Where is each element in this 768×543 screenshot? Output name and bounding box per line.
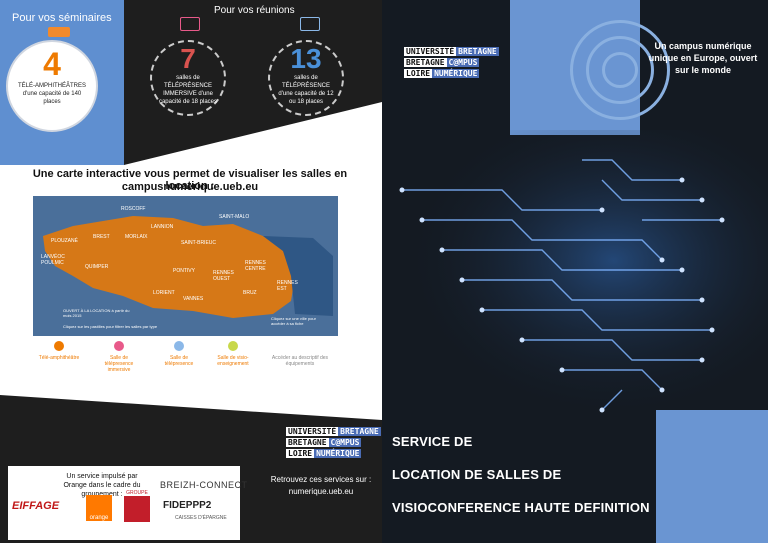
- legend-immersive[interactable]: Salle de télépresence immersive: [96, 341, 142, 373]
- legend-label: Salle de télépresence: [164, 355, 194, 367]
- interactive-map[interactable]: ROSCOFF LANNION SAINT-MALO PLOUZANÉ BRES…: [33, 196, 338, 336]
- tagline: Un campus numérique unique en Europe, ou…: [648, 41, 758, 75]
- map-city-quimper[interactable]: QUIMPER: [85, 264, 109, 270]
- ub-text: C@MPUS: [446, 58, 480, 67]
- map-city-bruz[interactable]: BRUZ: [243, 290, 257, 296]
- legend-tele-amphi[interactable]: Télé-amphithéâtre: [36, 341, 82, 361]
- ub-text: LOIRE: [404, 69, 433, 78]
- main-title-line-3: VISIOCONFERENCE HAUTE DEFINITION: [392, 500, 650, 515]
- map-note-left: OUVERT À LA LOCATION à partir du mois 20…: [63, 308, 130, 318]
- telepresence-number: 13: [290, 43, 322, 74]
- ub-text: LOIRE: [286, 449, 315, 458]
- eiffage-logo: EIFFAGE: [12, 500, 60, 512]
- ring: [586, 36, 654, 104]
- ub-text: NUMÉRIQUE: [314, 449, 362, 458]
- retrouvez-block: Retrouvez ces services sur : numerique.u…: [266, 474, 376, 498]
- map-note-right: Cliquez sur une ville pour accéder à sa …: [271, 316, 316, 326]
- legend-telepresence[interactable]: Salle de télépresence: [156, 341, 202, 367]
- ub-text: BRETAGNE: [456, 47, 499, 56]
- immersive-number: 7: [180, 43, 196, 74]
- immersive-circle: 7 salles de TÉLÉPRÉSENCE IMMERSIVE d'une…: [150, 40, 226, 116]
- orange-logo: [86, 495, 112, 521]
- brittany-map: [43, 216, 333, 318]
- reunions-title: Pour vos réunions: [214, 5, 295, 16]
- immersive-desc: salles de TÉLÉPRÉSENCE IMMERSIVE d'une c…: [158, 75, 218, 105]
- carte-title: Une carte interactive vous permet de vis…: [32, 168, 348, 192]
- map-note-click: Cliquez sur les pastilles pour filtrer l…: [63, 324, 158, 329]
- main-title-line-2: LOCATION DE SALLES DE: [392, 467, 562, 482]
- groupe-label: GROUPE: [126, 490, 148, 496]
- immersive-icon: [114, 341, 124, 351]
- map-city-morlaix[interactable]: MORLAIX: [125, 234, 148, 240]
- legend-visio[interactable]: Salle de visio-enseignement: [210, 341, 256, 367]
- seminaires-desc: TÉLÉ-AMPHITHÉÂTRES d'une capacité de 140…: [17, 83, 86, 105]
- visio-icon: [228, 341, 238, 351]
- right-panel: Un campus numérique unique en Europe, ou…: [382, 0, 768, 543]
- ub-text: BRETAGNE: [338, 427, 381, 436]
- map-city-saint-malo[interactable]: SAINT-MALO: [219, 214, 250, 220]
- seminaires-circle: 4 TÉLÉ-AMPHITHÉÂTRES d'une capacité de 1…: [6, 40, 98, 132]
- swirl-graphic: [510, 0, 670, 135]
- legend-label: Salle de télépresence immersive: [104, 355, 134, 373]
- ub-text: NUMÉRIQUE: [432, 69, 480, 78]
- fidep-logo: FIDEPPP2: [163, 500, 212, 511]
- ring: [602, 52, 638, 88]
- ub-text: C@MPUS: [328, 438, 362, 447]
- carte-url[interactable]: campusnumerique.ueb.eu: [121, 181, 259, 193]
- ring: [570, 20, 670, 120]
- map-city-lanveoc[interactable]: LANVÉOC POULMIC: [41, 254, 65, 266]
- telepresence-icon: [174, 341, 184, 351]
- caisse-depots-logo: [124, 496, 150, 522]
- left-panel: Pour vos séminaires 4 TÉLÉ-AMPHITHÉÂTRES…: [0, 0, 382, 543]
- legend-label: Accéder au descriptif des équipements: [271, 355, 329, 367]
- breizh-connect-logo: BREIZH-CONNECT: [160, 480, 248, 490]
- ub-text: BRETAGNE: [404, 58, 447, 67]
- orange-logo-text: orange: [89, 515, 109, 521]
- map-city-lorient[interactable]: LORIENT: [153, 290, 175, 296]
- seminaires-number: 4: [43, 46, 61, 82]
- map-city-rennes-centre[interactable]: RENNES CENTRE: [245, 260, 266, 272]
- main-title-line-1: SERVICE DE: [392, 434, 473, 449]
- map-city-roscoff[interactable]: ROSCOFF: [121, 206, 146, 212]
- map-city-saint-brieuc[interactable]: SAINT-BRIEUC: [181, 240, 217, 246]
- map-city-vannes[interactable]: VANNES: [183, 296, 204, 302]
- map-city-lannion[interactable]: LANNION: [151, 224, 174, 230]
- amphi-icon: [54, 341, 64, 351]
- orange-text: Un service impulsé par Orange dans le ca…: [63, 473, 141, 498]
- map-city-plouzane[interactable]: PLOUZANÉ: [51, 238, 78, 244]
- immersive-room-icon: [180, 17, 200, 31]
- legend-label: Télé-amphithéâtre: [38, 355, 80, 361]
- seminaires-title: Pour vos séminaires: [12, 12, 112, 24]
- telepresence-desc: salles de TÉLÉPRÉSENCE d'une capacité de…: [278, 75, 334, 105]
- blue-corner-block: [656, 410, 768, 543]
- retrouvez-url[interactable]: numerique.ueb.eu: [288, 487, 354, 496]
- ub-text: BRETAGNE: [286, 438, 329, 447]
- telepresence-circle: 13 salles de TÉLÉPRÉSENCE d'une capacité…: [268, 40, 344, 116]
- legend-equipements[interactable]: Accéder au descriptif des équipements: [270, 341, 330, 367]
- telepresence-room-icon: [300, 17, 320, 31]
- map-city-pontivy[interactable]: PONTIVY: [173, 268, 195, 274]
- legend-label: Salle de visio-enseignement: [217, 355, 249, 367]
- fidep-subtitle: CAISSES D'ÉPARGNE: [175, 515, 227, 521]
- retrouvez-text: Retrouvez ces services sur :: [270, 475, 372, 484]
- circuit-board-graphic: [382, 130, 768, 420]
- ub-text: UNIVERSITÉ: [404, 47, 457, 56]
- map-city-rennes-ouest[interactable]: RENNES OUEST: [213, 270, 234, 282]
- amphitheatre-icon: [48, 27, 70, 37]
- spacer: [295, 341, 305, 351]
- map-city-brest[interactable]: BREST: [93, 234, 110, 240]
- ub-text: UNIVERSITÉ: [286, 427, 339, 436]
- map-city-rennes-est[interactable]: RENNES EST: [277, 280, 298, 292]
